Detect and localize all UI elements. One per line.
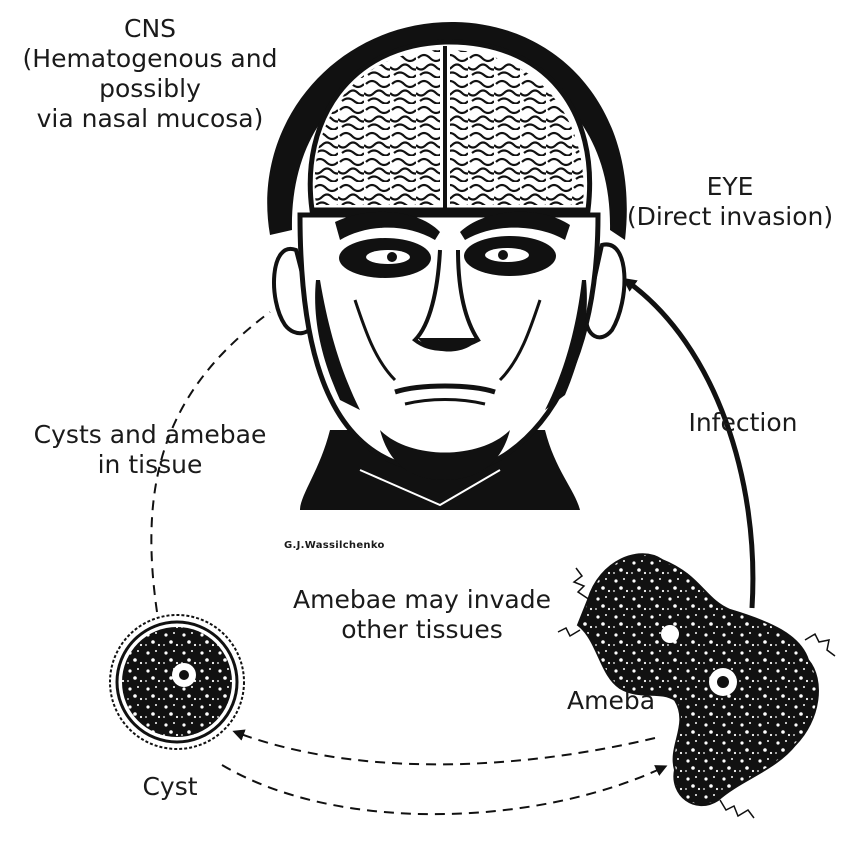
excystment-arrow — [222, 765, 662, 814]
infection-label: Infection — [668, 408, 818, 438]
eye-label: EYE (Direct invasion) — [610, 172, 850, 232]
cyst-label: Cyst — [120, 772, 220, 802]
ameba-label: Ameba — [556, 686, 666, 716]
cyst-illustration — [110, 615, 244, 749]
cysts-and-amebae-label: Cysts and amebae in tissue — [30, 420, 270, 480]
cns-label: CNS (Hematogenous and possibly via nasal… — [2, 14, 298, 134]
artist-signature: G.J.Wassilchenko — [284, 540, 385, 551]
encystment-arrow — [238, 733, 655, 764]
amebae-invade-label: Amebae may invade other tissues — [272, 585, 572, 645]
head-illustration — [267, 22, 627, 510]
